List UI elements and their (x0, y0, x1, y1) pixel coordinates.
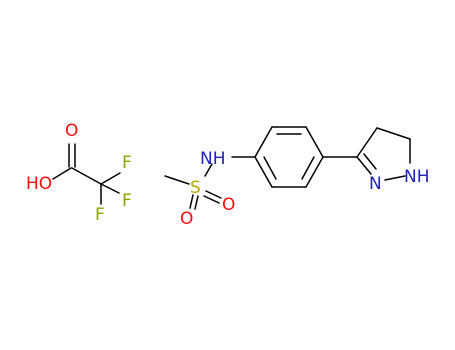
ring-inner-2 (301, 156, 315, 180)
ring-bond-1 (254, 126, 273, 158)
bond-c-f1 (100, 172, 121, 185)
bond-s-o2-a (205, 190, 222, 199)
atom-nh-sulfonamide: NH (200, 149, 226, 169)
atom-o-sulfonyl-1: O (180, 209, 193, 229)
sulfonamide-group: NH S O O (164, 149, 256, 229)
ring-inner-3 (263, 156, 277, 180)
atom-ho: HO (26, 174, 52, 194)
atom-o-sulfonyl-2: O (222, 195, 235, 215)
bond-s-o1-a (189, 194, 194, 209)
bond-s-n (204, 163, 213, 177)
bond-s-o2-b (203, 195, 220, 204)
ring-bond-3 (305, 126, 324, 158)
bond-n1-n2 (384, 175, 406, 181)
trifluoroacetic-acid: O HO F F F (26, 121, 132, 225)
atom-nh-pyrazoline: NH (404, 167, 430, 187)
atom-f1: F (122, 153, 132, 173)
atom-f3: F (95, 205, 105, 225)
bond-s-o1-b (194, 195, 199, 210)
atom-sulfur: S (190, 178, 201, 198)
bond-c-oh (52, 167, 72, 180)
bond-ch3-s (164, 175, 190, 185)
ring-bond-4 (305, 156, 324, 188)
pyrazoline-ring: N NH (322, 127, 430, 194)
bond-c3-c4 (356, 127, 378, 158)
bond-c3-n2-b (363, 153, 377, 170)
ring-bond-6 (254, 156, 273, 188)
bond-c-f2 (100, 183, 120, 194)
bond-c-c (71, 167, 102, 185)
atom-f2: F (122, 191, 132, 211)
benzene-ring (254, 126, 324, 188)
atom-o-carbonyl: O (65, 121, 78, 141)
bond-c3-n2-a (356, 156, 372, 175)
atom-n-pyrazoline: N (369, 174, 382, 194)
bond-c4-c5 (376, 127, 411, 140)
